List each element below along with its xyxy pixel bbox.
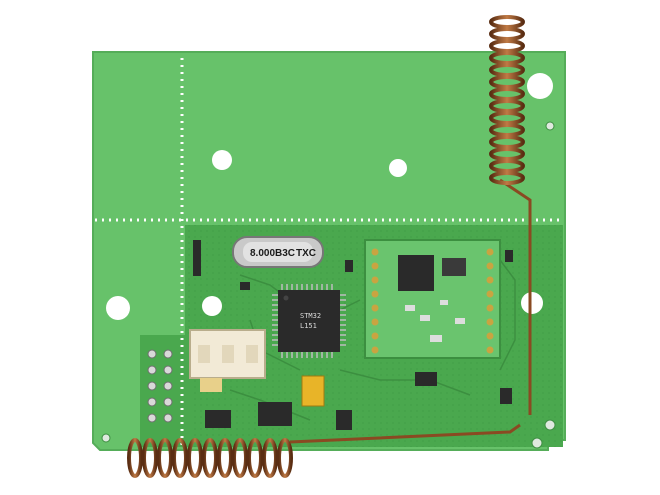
small-components	[193, 240, 513, 430]
mounting-hole	[212, 150, 232, 170]
mounting-hole	[106, 296, 130, 320]
microcontroller-chip: STM32 L151	[272, 284, 346, 358]
mounting-hole	[389, 159, 407, 177]
svg-text:STM32: STM32	[300, 312, 321, 320]
crystal-brand: TXC	[296, 248, 316, 259]
pin-header-pads	[147, 349, 173, 423]
antenna-wire-right	[499, 178, 532, 415]
antenna-wire-bottom	[289, 423, 521, 444]
tantalum-capacitor	[301, 375, 325, 407]
coil-antenna-horizontal	[127, 438, 293, 478]
svg-text:L151: L151	[300, 322, 317, 330]
coil-antenna-vertical	[489, 15, 525, 185]
radio-module	[364, 239, 501, 359]
white-connector	[189, 329, 266, 392]
crystal-marking: 8.000B3C	[250, 248, 295, 259]
mounting-hole	[521, 292, 543, 314]
mounting-hole	[202, 296, 222, 316]
mounting-hole	[527, 73, 553, 99]
crystal-oscillator: 8.000B3C TXC	[232, 236, 324, 268]
